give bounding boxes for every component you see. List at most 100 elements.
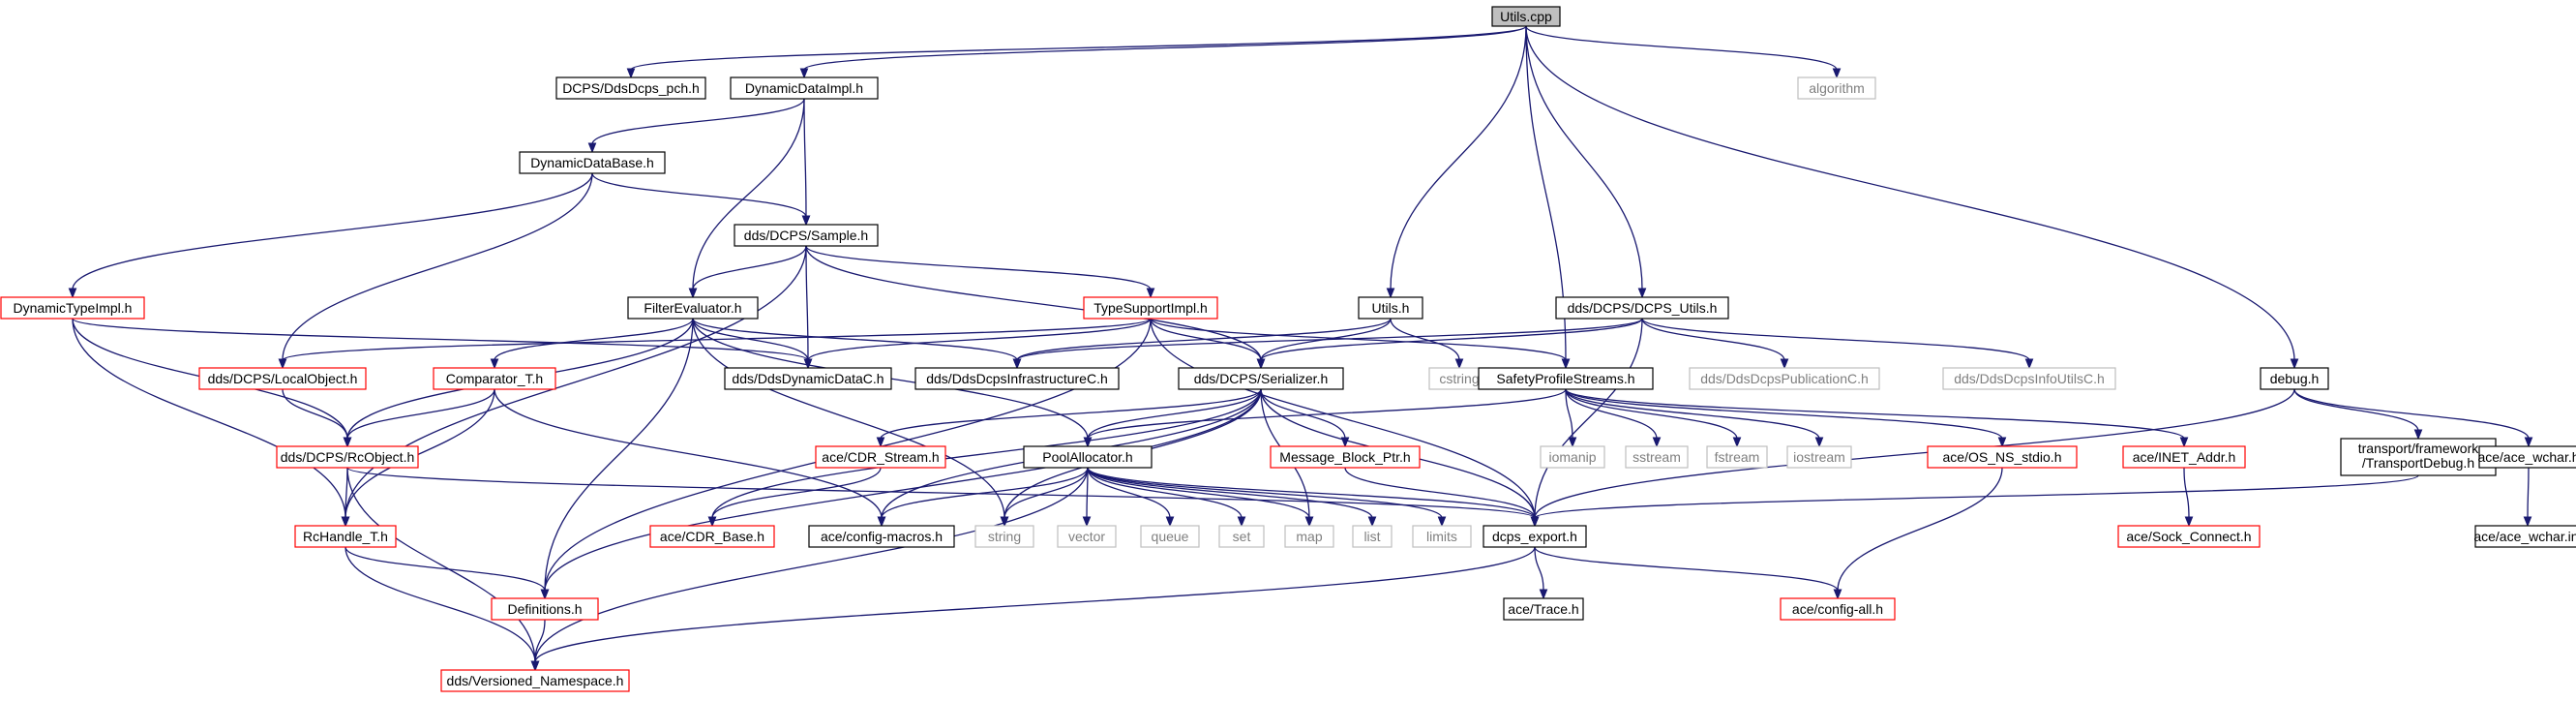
node-label: ace/config-macros.h (821, 529, 943, 544)
node-ace-wchar[interactable]: ace/ace_wchar.h (2477, 445, 2576, 469)
edge-transportdebug-to-dcps_export (1530, 474, 2419, 528)
node-cdr-stream[interactable]: ace/CDR_Stream.h (815, 445, 946, 469)
node-label: dds/Versioned_Namespace.h (447, 673, 624, 688)
node-label: RcHandle_T.h (303, 529, 388, 544)
node-label: ace/CDR_Stream.h (822, 449, 939, 465)
node-limits[interactable]: limits (1412, 525, 1472, 548)
node-dynamicdatabase[interactable]: DynamicDataBase.h (519, 151, 666, 174)
node-label: DynamicDataImpl.h (745, 80, 863, 96)
edge-filterevaluator-to-definitions (540, 318, 694, 600)
node-infrastructurec[interactable]: dds/DdsDcpsInfrastructureC.h (914, 367, 1120, 390)
node-queue[interactable]: queue (1140, 525, 1200, 548)
node-vector[interactable]: vector (1057, 525, 1117, 548)
node-sock-connect[interactable]: ace/Sock_Connect.h (2117, 525, 2261, 548)
edge-typesupportimpl-to-localobject (278, 318, 1152, 370)
node-trace[interactable]: ace/Trace.h (1503, 597, 1584, 621)
node-label: ace/config-all.h (1792, 601, 1883, 617)
edge-dynamicdatabase-to-dynamictypeimpl (68, 172, 593, 299)
node-ddsdcps-pch[interactable]: DCPS/DdsDcps_pch.h (555, 76, 706, 100)
node-sstream[interactable]: sstream (1625, 445, 1689, 469)
node-label: ace/ace_wchar.h (2477, 449, 2576, 465)
edge-utils_cpp-to-dynamicdataimpl (799, 25, 1527, 79)
node-debug[interactable]: debug.h (2260, 367, 2329, 390)
edge-filterevaluator-to-comparator (490, 318, 694, 370)
edge-definitions-to-versioned_namespace (530, 619, 546, 672)
node-label: dds/DdsDynamicDataC.h (732, 371, 884, 386)
node-rchandle[interactable]: RcHandle_T.h (294, 525, 397, 548)
node-label: fstream (1715, 449, 1760, 465)
edge-comparator-to-rcobject (343, 388, 495, 448)
node-versioned-namespace[interactable]: dds/Versioned_Namespace.h (440, 669, 630, 692)
node-utils-h[interactable]: Utils.h (1358, 296, 1423, 320)
node-label: cstring (1439, 371, 1479, 386)
node-config-all[interactable]: ace/config-all.h (1780, 597, 1896, 621)
node-iostream[interactable]: iostream (1786, 445, 1852, 469)
edge-typesupportimpl-to-ddsdynamicdatac (803, 318, 1152, 370)
node-label: dds/DCPS/RcObject.h (281, 449, 415, 465)
node-label: Comparator_T.h (446, 371, 543, 386)
edge-poolallocator-to-list (1087, 467, 1377, 528)
node-utils-cpp[interactable]: Utils.cpp (1491, 6, 1561, 27)
edge-dynamicdatabase-to-sample (591, 172, 811, 227)
node-sample[interactable]: dds/DCPS/Sample.h (734, 224, 879, 247)
edge-filterevaluator-to-ddsdynamicdatac (692, 318, 813, 370)
node-label: DynamicDataBase.h (530, 155, 654, 170)
edge-debug-to-ace_wchar (2293, 388, 2533, 448)
edge-serializer-to-cdr_base (707, 388, 1262, 528)
edge-dcps_export-to-config_all (1534, 546, 1842, 600)
node-poolallocator[interactable]: PoolAllocator.h (1023, 445, 1153, 469)
node-cdr-base[interactable]: ace/CDR_Base.h (649, 525, 775, 548)
node-safetyprofilestreams[interactable]: SafetyProfileStreams.h (1478, 367, 1654, 390)
node-transportdebug[interactable]: transport/framework/TransportDebug.h (2340, 438, 2497, 476)
node-infoutilsc[interactable]: dds/DdsDcpsInfoUtilsC.h (1942, 367, 2116, 390)
edge-safetyprofilestreams-to-iostream (1565, 388, 1824, 448)
edge-serializer-to-definitions (540, 388, 1262, 600)
node-label: DCPS/DdsDcps_pch.h (562, 80, 700, 96)
node-label: PoolAllocator.h (1042, 449, 1132, 465)
node-string[interactable]: string (974, 525, 1034, 548)
node-list[interactable]: list (1352, 525, 1393, 548)
edge-poolallocator-to-config_macros (877, 467, 1089, 528)
node-publicationc[interactable]: dds/DdsDcpsPublicationC.h (1689, 367, 1880, 390)
node-label: transport/framework (2358, 441, 2479, 456)
node-localobject[interactable]: dds/DCPS/LocalObject.h (198, 367, 367, 390)
edge-poolallocator-to-set (1087, 467, 1246, 528)
edge-utils_cpp-to-debug (1525, 25, 2299, 370)
edge-safetyprofilestreams-to-inet_addr (1565, 388, 2189, 448)
node-dynamictypeimpl[interactable]: DynamicTypeImpl.h (0, 296, 145, 320)
edge-rchandle-to-definitions (344, 546, 550, 600)
node-filterevaluator[interactable]: FilterEvaluator.h (627, 296, 759, 320)
node-fstream[interactable]: fstream (1706, 445, 1768, 469)
node-definitions[interactable]: Definitions.h (491, 597, 599, 621)
node-rcobject[interactable]: dds/DCPS/RcObject.h (276, 445, 419, 469)
node-label: dds/DdsDcpsPublicationC.h (1700, 371, 1869, 386)
node-os-ns-stdio[interactable]: ace/OS_NS_stdio.h (1927, 445, 2078, 469)
node-ddsdynamicdatac[interactable]: dds/DdsDynamicDataC.h (724, 367, 892, 390)
node-cstring[interactable]: cstring (1428, 367, 1490, 390)
edge-safetyprofilestreams-to-poolallocator (1083, 388, 1567, 448)
edge-dcps_export-to-versioned_namespace (530, 546, 1536, 672)
node-config-macros[interactable]: ace/config-macros.h (808, 525, 955, 548)
node-typesupportimpl[interactable]: TypeSupportImpl.h (1083, 296, 1218, 320)
node-dcps-utils[interactable]: dds/DCPS/DCPS_Utils.h (1555, 296, 1729, 320)
edge-utils_h-to-cstring (1390, 318, 1464, 370)
node-ace-wchar-inl[interactable]: ace/ace_wchar.inl (2473, 525, 2576, 548)
edge-rcobject-to-dcps_export (346, 467, 1540, 528)
node-dynamicdataimpl[interactable]: DynamicDataImpl.h (730, 76, 879, 100)
node-label: dds/DCPS/DCPS_Utils.h (1568, 300, 1718, 316)
node-label: Message_Block_Ptr.h (1279, 449, 1410, 465)
node-comparator[interactable]: Comparator_T.h (433, 367, 556, 390)
node-algorithm[interactable]: algorithm (1797, 76, 1876, 100)
node-set[interactable]: set (1218, 525, 1265, 548)
node-serializer[interactable]: dds/DCPS/Serializer.h (1178, 367, 1344, 390)
node-message-block-ptr[interactable]: Message_Block_Ptr.h (1270, 445, 1421, 469)
edge-poolallocator-to-queue (1087, 467, 1175, 528)
node-iomanip[interactable]: iomanip (1540, 445, 1605, 469)
node-dcps-export[interactable]: dcps_export.h (1483, 525, 1587, 548)
edge-debug-to-transportdebug (2293, 388, 2423, 441)
edge-sample-to-filterevaluator (688, 245, 807, 299)
node-map[interactable]: map (1284, 525, 1334, 548)
edge-poolallocator-to-vector (1082, 467, 1092, 528)
node-inet-addr[interactable]: ace/INET_Addr.h (2122, 445, 2246, 469)
